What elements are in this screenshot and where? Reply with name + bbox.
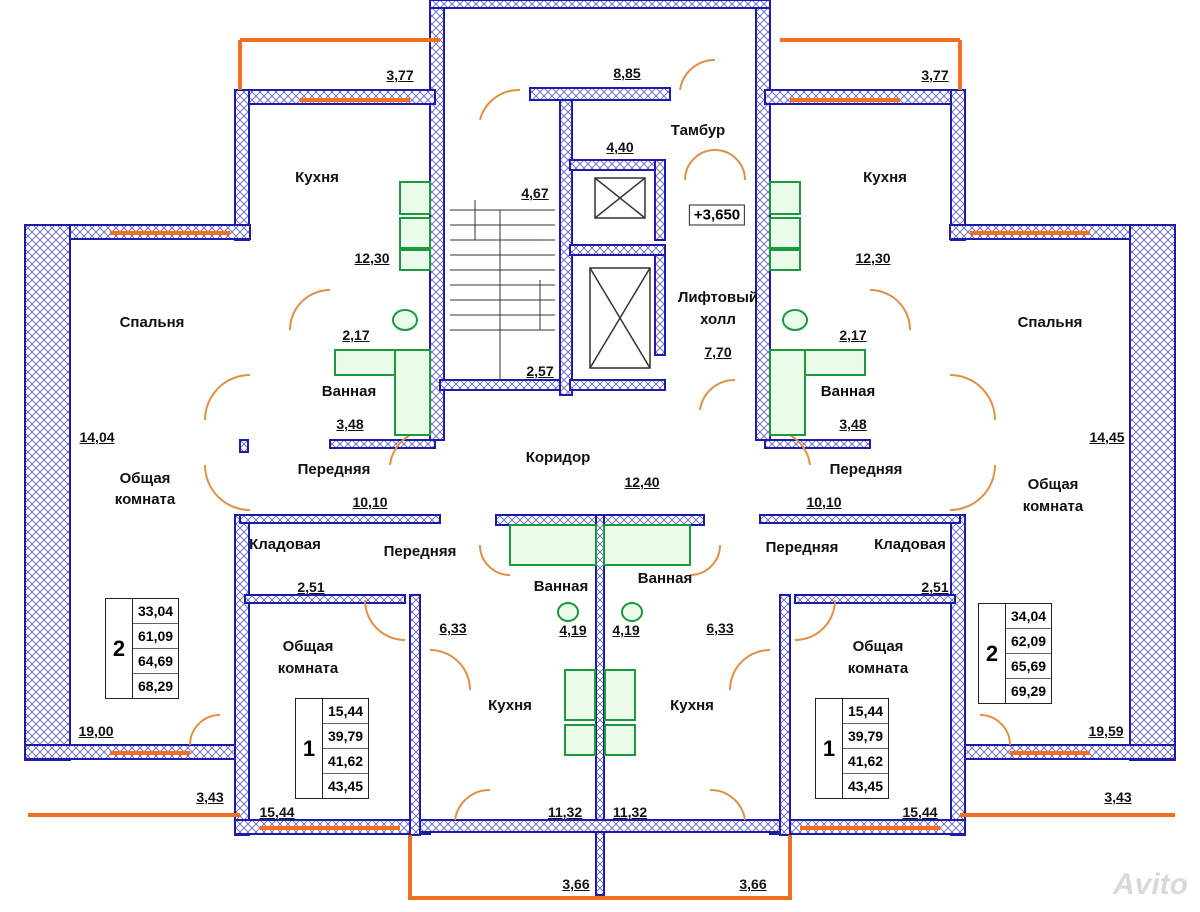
area-label: 19,59 [1088,723,1124,739]
room-lift-hall-line2: холл [700,311,736,328]
room-kitchen-small-right: Кухня [670,697,714,714]
area-label: 3,48 [839,416,867,432]
apartment-table-1room-right: 1 15,44 39,79 41,62 43,45 [815,698,890,799]
area-label: 4,19 [612,622,640,638]
apartment-value: 68,29 [138,678,174,694]
room-kitchen-small-left: Кухня [488,697,532,714]
apartment-value: 33,04 [133,599,179,624]
area-label: 12,40 [624,474,660,490]
apartment-value: 15,44 [323,699,369,724]
room-bath-small-right: Ванная [637,570,693,587]
area-label: 3,66 [739,876,767,892]
room-living-left-l2: комната [114,491,176,508]
area-label: 2,17 [839,327,867,343]
apartment-value: 41,62 [323,749,369,774]
area-label: 3,43 [1104,789,1132,805]
room-count: 2 [979,604,1006,703]
stairs [450,200,555,380]
room-kitchen-right: Кухня [863,169,907,186]
area-label: 15,44 [902,804,938,820]
area-label: 2,17 [342,327,370,343]
room-living-1r-right-l1: Общая [852,638,904,655]
room-bath-left: Ванная [321,383,377,400]
room-count: 1 [296,699,323,798]
doors [189,58,1011,821]
area-label: 3,43 [196,789,224,805]
room-hall-left: Передняя [297,461,371,478]
area-label: 11,32 [547,804,583,820]
windows [28,38,1175,900]
area-label: 19,00 [78,723,114,739]
area-label: 4,19 [559,622,587,638]
area-label: 3,66 [562,876,590,892]
area-label: 12,30 [354,250,390,266]
area-label: 14,45 [1089,429,1125,445]
elevation-mark: +3,650 [688,204,746,226]
room-hall-right: Передняя [829,461,903,478]
area-label: 12,30 [855,250,891,266]
area-label: 2,51 [921,579,949,595]
apartment-value: 61,09 [133,624,179,649]
apartment-value: 65,69 [1006,654,1052,679]
apartment-value: 15,44 [843,699,889,724]
fixtures [334,181,866,756]
room-kitchen-left: Кухня [295,169,339,186]
area-label: 3,77 [386,67,414,83]
room-bath-small-left: Ванная [533,578,589,595]
area-label: 3,48 [336,416,364,432]
room-storage-right: Кладовая [874,536,946,553]
area-label: 2,57 [526,363,554,379]
room-lift-hall-line1: Лифтовый [677,289,759,306]
apartment-value: 39,79 [843,724,889,749]
apartment-value: 34,04 [1006,604,1052,629]
area-label: 11,32 [612,804,648,820]
room-living-left-l1: Общая [119,470,171,487]
apartment-table-1room-left: 1 15,44 39,79 41,62 43,45 [295,698,370,799]
room-living-1r-left-l2: комната [277,660,339,677]
area-label: 7,70 [704,344,732,360]
apartment-value: 69,29 [1011,683,1047,699]
room-bath-right: Ванная [820,383,876,400]
walls [24,0,1176,896]
area-label: 6,33 [706,620,734,636]
area-label: 2,51 [297,579,325,595]
room-living-1r-right-l2: комната [847,660,909,677]
apartment-value: 62,09 [1006,629,1052,654]
apartment-table-2room-left: 2 33,04 61,09 64,69 68,29 [105,598,180,699]
area-label: 4,67 [521,185,549,201]
watermark-logo: Avito [1113,868,1188,901]
room-hall-small-left: Передняя [383,543,457,560]
area-label: 8,85 [613,65,641,81]
room-count: 1 [816,699,843,798]
room-bedroom-right: Спальня [1017,314,1083,331]
room-count: 2 [106,599,133,698]
room-living-right-l1: Общая [1027,476,1079,493]
room-bedroom-left: Спальня [119,314,185,331]
area-label: 3,77 [921,67,949,83]
room-living-1r-left-l1: Общая [282,638,334,655]
elevators [589,177,651,369]
area-label: 4,40 [606,139,634,155]
apartment-value: 64,69 [133,649,179,674]
room-corridor: Коридор [525,449,591,466]
room-living-right-l2: комната [1022,498,1084,515]
room-storage-left: Кладовая [249,536,321,553]
apartment-value: 43,45 [328,778,364,794]
area-label: 14,04 [79,429,115,445]
area-label: 10,10 [352,494,388,510]
apartment-value: 41,62 [843,749,889,774]
area-label: 15,44 [259,804,295,820]
room-hall-small-right: Передняя [765,539,839,556]
room-tambur: Тамбур [670,122,726,139]
apartment-value: 39,79 [323,724,369,749]
area-label: 6,33 [439,620,467,636]
area-label: 10,10 [806,494,842,510]
apartment-value: 43,45 [848,778,884,794]
apartment-table-2room-right: 2 34,04 62,09 65,69 69,29 [978,603,1053,704]
